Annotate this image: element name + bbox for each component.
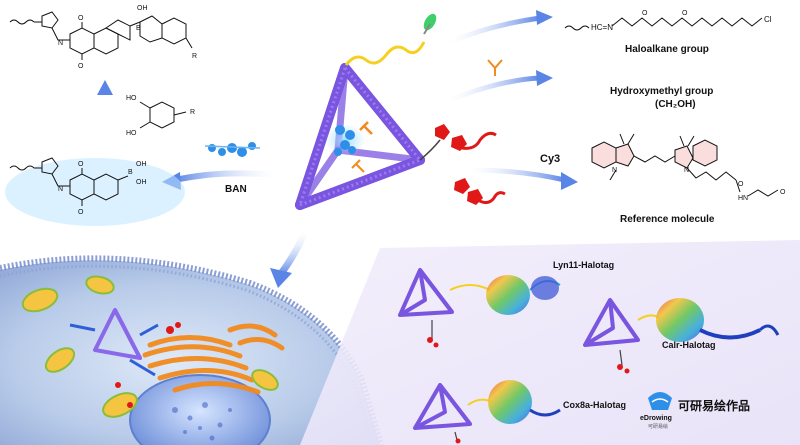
adduct-n: N bbox=[58, 40, 63, 47]
ban-n: N bbox=[58, 186, 63, 193]
ban-adduct-structure bbox=[9, 11, 193, 60]
ban-label: BAN bbox=[225, 184, 247, 195]
halo-cl: Cl bbox=[764, 15, 772, 24]
ban-oh-bottom: OH bbox=[136, 179, 147, 186]
cy3-o-ether: O bbox=[780, 189, 786, 196]
calr-label: Calr-Halotag bbox=[662, 340, 716, 350]
watermark-logo: eDrowing 可研易绘 可研易绘作品 bbox=[640, 392, 750, 430]
free-cy3-molecule bbox=[454, 178, 506, 205]
cy3-label: Cy3 bbox=[540, 153, 560, 165]
ban-adduct-labels: OH B R O O N bbox=[58, 5, 197, 70]
reference-label: Reference molecule bbox=[620, 214, 715, 225]
protein-panel: Lyn11-Halotag Calr-Halotag Cox8a-Halotag… bbox=[300, 240, 800, 445]
adduct-r: R bbox=[192, 53, 197, 60]
adduct-b: B bbox=[136, 25, 141, 32]
watermark-brand-sub: 可研易绘 bbox=[648, 423, 668, 430]
lyn11-label: Lyn11-Halotag bbox=[553, 260, 614, 270]
lyn11-construct bbox=[398, 268, 561, 348]
calr-construct bbox=[583, 298, 780, 374]
cy3-n1: N bbox=[612, 167, 617, 174]
cy3-n2: N bbox=[684, 167, 689, 174]
mitochondria bbox=[21, 275, 279, 418]
dna-tetrahedron bbox=[295, 13, 497, 210]
cell-illustration bbox=[0, 255, 384, 445]
watermark-brand: eDrowing bbox=[640, 415, 672, 422]
catechol-structure bbox=[139, 101, 187, 129]
cy3-reference-structure bbox=[591, 133, 779, 197]
ban-o-bottom: O bbox=[78, 209, 84, 216]
cy3-reference-labels: N N O HN O bbox=[612, 167, 786, 202]
cy3-hn: HN bbox=[738, 195, 748, 202]
arrow-up-head bbox=[97, 80, 113, 95]
hydroxymethyl-label: Hydroxymethyl group bbox=[610, 86, 713, 97]
cy3-o-carbonyl: O bbox=[738, 181, 744, 188]
catechol-ho-bottom: HO bbox=[126, 130, 137, 137]
free-ban-molecule bbox=[204, 142, 261, 157]
cox8a-label: Cox8a-Halotag bbox=[563, 400, 626, 410]
hydroxymethyl-formula: (CH₂OH) bbox=[655, 99, 696, 110]
tetrahedron-cy3 bbox=[419, 124, 497, 161]
ban-oh-top: OH bbox=[136, 161, 147, 168]
ban-structure: B OH OH O O N bbox=[5, 157, 185, 226]
catechol-r: R bbox=[190, 109, 195, 116]
halo-o2: O bbox=[682, 10, 688, 17]
catechol-labels: HO HO R bbox=[126, 95, 195, 137]
arrows bbox=[97, 10, 578, 288]
halo-hcn: HC=N bbox=[591, 23, 613, 32]
adduct-oh: OH bbox=[137, 5, 148, 12]
catechol-ho-top: HO bbox=[126, 95, 137, 102]
hydroxymethyl-glyph bbox=[487, 59, 503, 76]
haloalkane-structure: HC=N O O Cl bbox=[564, 10, 772, 32]
cox8a-construct bbox=[413, 380, 561, 444]
ban-b: B bbox=[128, 169, 133, 176]
adduct-o-bottom: O bbox=[78, 63, 84, 70]
halo-o1: O bbox=[642, 10, 648, 17]
cell-tetrahedron bbox=[93, 308, 142, 360]
adduct-o-top: O bbox=[78, 15, 84, 22]
ban-o-top: O bbox=[78, 161, 84, 168]
haloalkane-label: Haloalkane group bbox=[625, 44, 709, 55]
watermark-text: 可研易绘作品 bbox=[678, 398, 750, 413]
